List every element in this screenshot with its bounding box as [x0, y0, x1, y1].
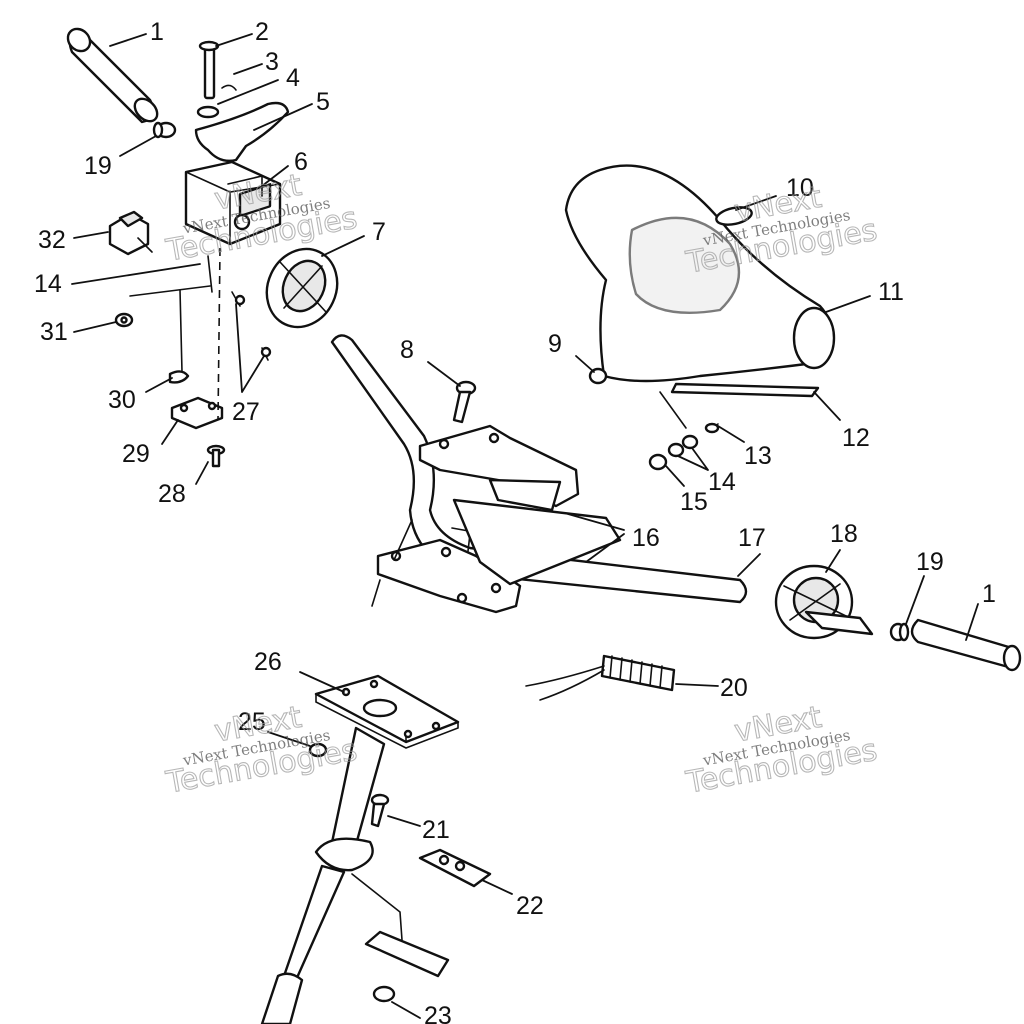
callout-29: 29	[122, 440, 150, 468]
part-26-steering-post	[260, 674, 460, 1024]
callout-20: 20	[720, 674, 748, 702]
callout-19-right: 19	[916, 548, 944, 576]
part-12-strap	[670, 382, 820, 398]
part-19-left-plug	[152, 121, 177, 139]
callout-7: 7	[372, 218, 386, 246]
part-30-clip	[168, 370, 190, 384]
callout-13: 13	[744, 442, 772, 470]
callout-10: 10	[786, 174, 814, 202]
callout-25: 25	[238, 708, 266, 736]
callout-1-top-left: 1	[150, 18, 164, 46]
clamp-guides	[371, 519, 413, 607]
part-1-left-grip	[66, 27, 159, 124]
part-5-throttle-lever	[194, 101, 290, 163]
callout-28: 28	[158, 480, 186, 508]
part-28-screw	[206, 444, 226, 468]
part-19-right-plug	[889, 622, 910, 642]
callout-23: 23	[424, 1002, 452, 1024]
callout-15: 15	[680, 488, 708, 516]
part-1-right-grip	[910, 618, 1022, 672]
part-32-block	[108, 210, 153, 256]
part-27-screws	[231, 291, 272, 361]
callout-17: 17	[738, 524, 766, 552]
callout-11: 11	[878, 278, 904, 306]
callout-27: 27	[232, 398, 260, 426]
part-2-pin	[198, 40, 220, 100]
pad-guide	[659, 391, 687, 429]
part-3-clip	[221, 84, 237, 91]
callout-6: 6	[294, 148, 308, 176]
part-15-nut	[648, 453, 668, 471]
part-16-lower-clamp	[376, 538, 522, 614]
part-20-grip-heater	[525, 654, 676, 701]
callout-19-left: 19	[84, 152, 112, 180]
callout-12: 12	[842, 424, 870, 452]
watermark-bottom-right: vNext vNext Technologies Technologies	[682, 699, 880, 801]
callout-4: 4	[286, 64, 300, 92]
callout-26: 26	[254, 648, 282, 676]
part-25-nut	[308, 742, 328, 758]
part-14-washers	[667, 434, 699, 458]
part-11-handlebar-pad	[564, 164, 836, 383]
part-7-switch	[265, 247, 339, 329]
callout-22: 22	[516, 892, 544, 920]
callout-30: 30	[108, 386, 136, 414]
left-assembly-guides	[129, 247, 221, 421]
part-18-right-switch	[774, 564, 874, 640]
part-21-screw	[370, 793, 390, 828]
callout-14-right: 14	[708, 468, 736, 496]
part-31-nut	[114, 312, 134, 328]
callout-18: 18	[830, 520, 858, 548]
callout-5: 5	[316, 88, 330, 116]
part-6-throttle-housing	[184, 160, 282, 246]
part-22-bracket	[418, 848, 492, 888]
callout-8: 8	[400, 336, 414, 364]
callout-32: 32	[38, 226, 66, 254]
callout-21: 21	[422, 816, 450, 844]
callout-31: 31	[40, 318, 68, 346]
part-10-decal	[715, 206, 753, 226]
part-29-plate	[170, 396, 224, 430]
part-4-washer	[196, 105, 220, 119]
part-8-bolt	[452, 380, 477, 424]
callout-16: 16	[632, 524, 660, 552]
callout-numbers: 1 2 3 4 5 19 6 32 7 14 31 30 27 29 28 8 …	[34, 18, 996, 1024]
part-16-shield	[452, 498, 622, 586]
part-16-upper-clamp	[418, 424, 580, 512]
callout-1-right: 1	[982, 580, 996, 608]
callout-3: 3	[265, 48, 279, 76]
callout-14-left: 14	[34, 270, 62, 298]
part-13-screw	[704, 422, 720, 434]
watermark-bottom-left: vNext vNext Technologies Technologies	[162, 699, 360, 801]
leader-lines	[71, 33, 979, 1019]
callout-9: 9	[548, 330, 562, 358]
lower-shaft-pieces	[351, 873, 450, 1003]
callout-2: 2	[255, 18, 269, 46]
